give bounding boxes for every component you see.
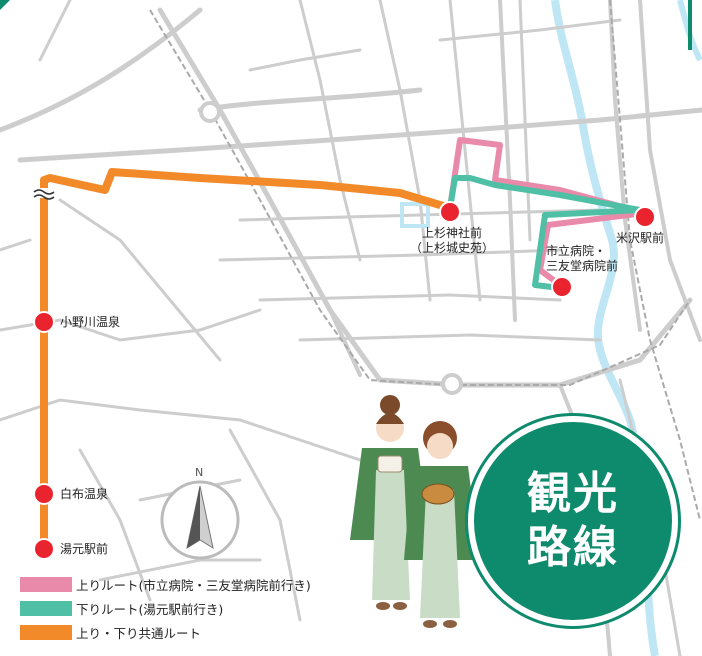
corner-mark	[0, 0, 10, 10]
legend-item-up: 上りルート(市立病院・三友堂病院前行き)	[20, 574, 311, 594]
compass-label: N	[195, 466, 204, 479]
roundabout-1	[199, 101, 221, 123]
sightseeing-route-badge: 観光 路線	[468, 416, 678, 626]
legend-swatch-up	[20, 576, 72, 592]
people-illustration	[350, 395, 480, 628]
station-uesugi-shrine: 上杉神社前 （上杉城史苑）	[408, 226, 496, 256]
station-name-line1: 市立病院・	[546, 244, 607, 258]
rail-line	[149, 9, 691, 386]
stop-marker-icon	[33, 311, 55, 333]
legend: 上りルート(市立病院・三友堂病院前行き) 下りルート(湯元駅前行き) 上り・下り…	[20, 574, 311, 646]
legend-item-down: 下りルート(湯元駅前行き)	[20, 598, 311, 618]
station-yumoto: 湯元駅前	[60, 542, 109, 556]
route-down	[447, 175, 643, 291]
badge-line-1: 観光	[527, 468, 619, 519]
legend-swatch-down	[20, 600, 72, 616]
roundabout-2	[441, 373, 463, 395]
station-shirabu-onsen: 白布温泉	[60, 487, 109, 501]
station-city-hospital: 市立病院・ 三友堂病院前	[546, 244, 618, 274]
stop-marker-icon	[634, 206, 656, 228]
station-yonezawa: 米沢駅前	[616, 231, 665, 245]
legend-swatch-common	[20, 624, 72, 640]
stop-marker-icon	[33, 538, 55, 560]
legend-label-down: 下りルート(湯元駅前行き)	[76, 601, 224, 617]
break-mark-icon	[33, 188, 55, 200]
legend-label-common: 上り・下り共通ルート	[76, 625, 202, 641]
route-up	[447, 137, 648, 288]
station-onogawa-onsen: 小野川温泉	[60, 315, 121, 329]
stop-marker-icon	[439, 201, 461, 223]
station-name-line2: 三友堂病院前	[546, 259, 619, 273]
route-common	[40, 168, 452, 545]
compass-icon	[160, 480, 240, 560]
stop-marker-icon	[33, 483, 55, 505]
stop-marker-icon	[551, 276, 573, 298]
castle-moat	[400, 202, 430, 228]
legend-label-up: 上りルート(市立病院・三友堂病院前行き)	[76, 577, 311, 593]
station-subname: （上杉城史苑）	[409, 241, 494, 255]
rail-line-2	[609, 0, 701, 521]
legend-item-common: 上り・下り共通ルート	[20, 622, 311, 642]
badge-line-2: 路線	[527, 522, 619, 573]
station-name: 上杉神社前	[421, 226, 482, 240]
